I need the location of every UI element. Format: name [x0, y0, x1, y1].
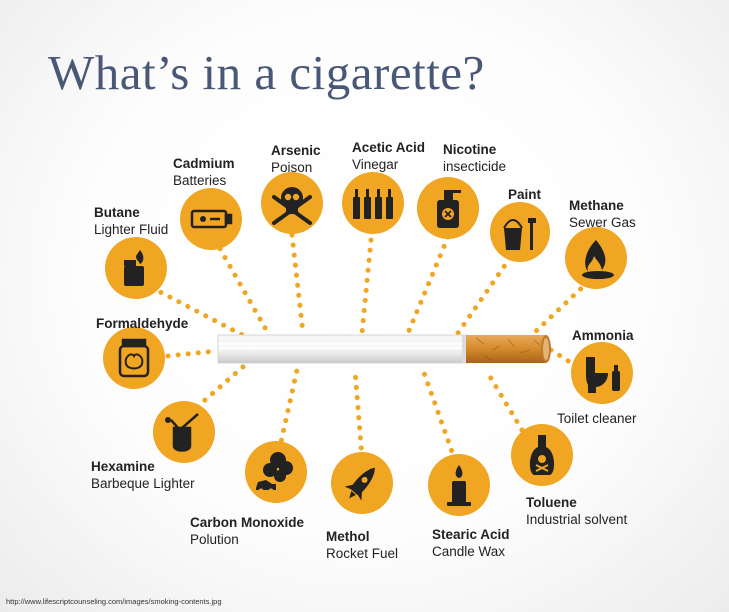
car-smoke-icon [256, 452, 293, 494]
ingredient-name: Formaldehyde [96, 316, 189, 331]
source-url: http://www.lifescriptcounseling.com/imag… [6, 597, 222, 606]
ingredient-use: Candle Wax [432, 544, 506, 559]
label-arsenic: Arsenic Poison [271, 142, 321, 176]
ingredient-name: Toluene [526, 495, 577, 510]
brain-jar-icon [118, 338, 150, 378]
ingredient-use: Rocket Fuel [326, 546, 399, 561]
label-methane: Methane Sewer Gas [569, 197, 636, 231]
acetic-circle [342, 172, 404, 234]
label-cadmium: Cadmium Batteries [173, 155, 235, 189]
ammonia-circle [571, 342, 633, 404]
ingredient-use: Lighter Fluid [94, 222, 169, 237]
ingredient-name: Ammonia [572, 328, 634, 343]
ingredient-use: Batteries [173, 173, 227, 188]
label-stearic: Stearic Acid Candle Wax [432, 526, 510, 560]
cigarette [217, 334, 551, 364]
lighter-icon [124, 250, 144, 286]
label-ammonia-use: Toilet cleaner [557, 410, 637, 427]
co-circle [245, 441, 307, 503]
toilet-icon [586, 357, 620, 393]
methane-circle [565, 227, 627, 289]
label-paint: Paint [508, 186, 541, 203]
paint-bucket-icon [503, 218, 536, 250]
label-toluene: Toluene Industrial solvent [526, 494, 627, 528]
label-formaldehyde: Formaldehyde [96, 315, 188, 332]
label-nicotine: Nicotine insecticide [443, 141, 506, 175]
ingredient-use: Poison [271, 160, 313, 175]
label-acetic: Acetic Acid Vinegar [352, 139, 425, 173]
ingredient-name: Paint [508, 187, 542, 202]
ingredient-name: Arsenic [271, 143, 321, 158]
candle-icon [447, 465, 471, 506]
ingredient-use: Sewer Gas [569, 215, 636, 230]
spray-bottle-icon [437, 190, 461, 228]
nicotine-circle [417, 177, 479, 239]
paint-circle [490, 202, 550, 262]
methol-circle [331, 452, 393, 514]
ingredient-circles [103, 172, 633, 516]
ingredient-name: Cadmium [173, 156, 235, 171]
label-methol: Methol Rocket Fuel [326, 528, 398, 562]
battery-icon [190, 209, 233, 229]
poison-bottle-icon [529, 435, 555, 475]
ingredient-use: Vinegar [352, 157, 399, 172]
butane-circle [105, 237, 167, 299]
label-butane: Butane Lighter Fluid [94, 204, 168, 238]
ingredient-name: Methol [326, 529, 370, 544]
flame-icon [582, 240, 614, 279]
ingredient-name: Nicotine [443, 142, 497, 157]
formaldehyde-circle [103, 327, 165, 389]
bottles-icon [353, 189, 393, 219]
label-ammonia: Ammonia [572, 327, 634, 344]
label-hexamine: Hexamine Barbeque Lighter [91, 458, 195, 492]
ingredient-name: Acetic Acid [352, 140, 426, 155]
connector-lines [140, 227, 591, 463]
ingredient-use: Polution [190, 532, 239, 547]
toluene-circle [511, 424, 573, 486]
ingredient-use: Barbeque Lighter [91, 476, 195, 491]
ingredient-name: Carbon Monoxide [190, 515, 304, 530]
cadmium-circle [180, 188, 242, 250]
torch-icon [165, 413, 199, 452]
label-co: Carbon Monoxide Polution [190, 514, 304, 548]
ingredient-name: Stearic Acid [432, 527, 510, 542]
rocket-icon [344, 467, 375, 501]
ingredient-use: insecticide [443, 159, 507, 174]
arsenic-circle [261, 172, 323, 234]
page-title: What’s in a cigarette? [48, 45, 485, 100]
ingredient-use: Toilet cleaner [557, 411, 637, 426]
skull-crossbones-icon [272, 187, 312, 225]
hexamine-circle [153, 401, 215, 463]
ingredient-name: Hexamine [91, 459, 155, 474]
ingredient-name: Methane [569, 198, 624, 213]
ingredient-use: Industrial solvent [526, 512, 628, 527]
ingredient-name: Butane [94, 205, 140, 220]
stearic-circle [428, 454, 490, 516]
